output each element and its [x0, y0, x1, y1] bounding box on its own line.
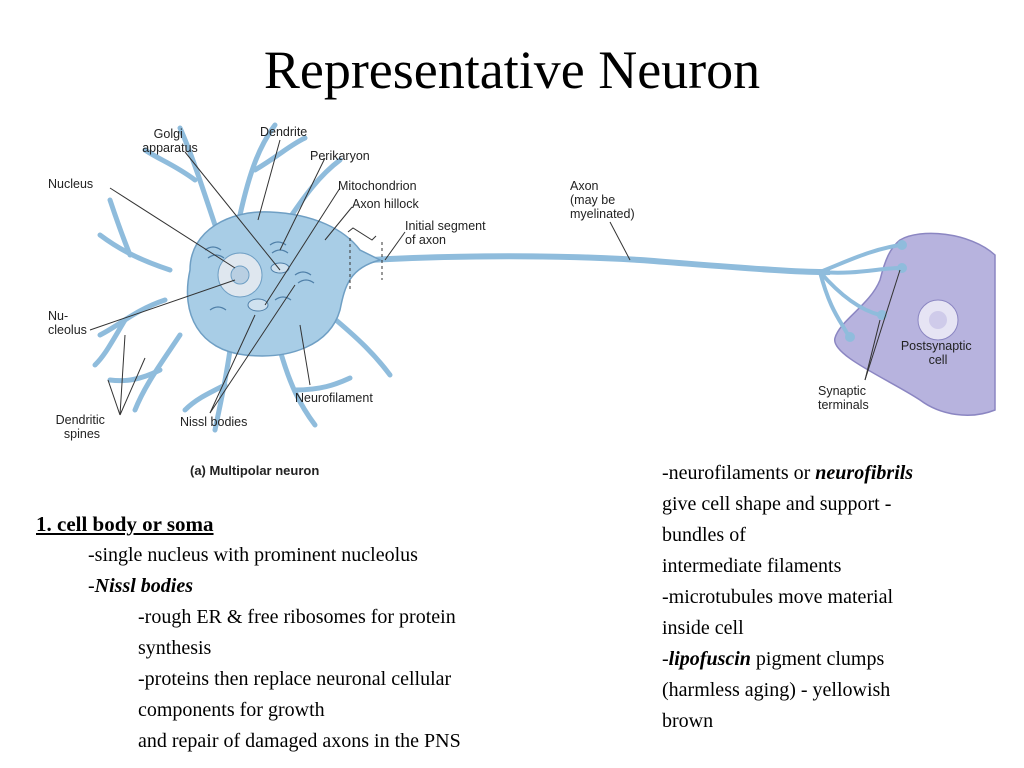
- label-axon: Axon (may be myelinated): [570, 179, 635, 221]
- lipofuscin-line-3: brown: [662, 710, 714, 732]
- synaptic-terminal-branches: [818, 243, 901, 336]
- label-mitochondrion: Mitochondrion: [338, 179, 417, 193]
- nucleus-note: -single nucleus with prominent nucleolus: [88, 544, 418, 566]
- label-synaptic-terminals: Synaptic terminals: [818, 384, 869, 412]
- postsynaptic-cell: [834, 232, 996, 416]
- lipofuscin-line-2: (harmless aging) - yellowish: [662, 679, 891, 701]
- label-neurofilament: Neurofilament: [295, 391, 373, 405]
- microtubules-line-2: inside cell: [662, 617, 744, 639]
- label-nissl-bodies: Nissl bodies: [180, 415, 247, 429]
- neurofilaments-line-2: give cell shape and support -: [662, 493, 892, 515]
- slide-title: Representative Neuron: [263, 40, 761, 100]
- neurofilaments-note: -neurofilaments or neurofibrils: [662, 462, 914, 484]
- nissl-detail-4: components for growth: [138, 699, 325, 721]
- nissl-term: Nissl bodies: [94, 575, 194, 597]
- axon-hillock-bracket: [347, 227, 377, 241]
- axon: [369, 253, 831, 276]
- cell-body-heading: 1. cell body or soma: [36, 512, 214, 536]
- dendrites: [92, 122, 393, 433]
- label-golgi-apparatus: Golgi apparatus: [142, 127, 198, 155]
- leader-lines: [89, 139, 901, 416]
- neuron-diagram: Golgi apparatus Dendrite Perikaryon Mito…: [48, 122, 996, 478]
- neurofilaments-line-3: bundles of: [662, 524, 746, 546]
- synaptic-terminals: [845, 240, 907, 342]
- neurofilaments-line-4: intermediate filaments: [662, 555, 842, 577]
- label-postsynaptic-cell: Postsynaptic cell: [901, 339, 975, 367]
- label-dendrite: Dendrite: [260, 125, 307, 139]
- cell-body-notes: 1. cell body or soma -single nucleus wit…: [36, 509, 596, 757]
- label-dendritic-spines: Dendritic spines: [56, 413, 109, 441]
- nucleolus: [230, 265, 250, 285]
- nissl-note: -Nissl bodies: [88, 575, 194, 597]
- cell-body: [186, 211, 383, 357]
- lipofuscin-note: -lipofuscin pigment clumps: [662, 648, 885, 670]
- label-nucleus: Nucleus: [48, 177, 93, 191]
- neurofibrils-term: neurofibrils: [815, 462, 914, 484]
- diagram-caption: (a) Multipolar neuron: [190, 463, 319, 478]
- nissl-detail-3: -proteins then replace neuronal cellular: [138, 668, 452, 690]
- nissl-detail-1: -rough ER & free ribosomes for protein: [138, 606, 456, 628]
- label-axon-hillock: Axon hillock: [352, 197, 419, 211]
- nissl-detail-5: and repair of damaged axons in the PNS: [138, 730, 461, 752]
- microtubules-note: -microtubules move material: [662, 586, 894, 608]
- lipofuscin-term: lipofuscin: [668, 648, 751, 670]
- label-nucleolus: Nu- cleolus: [48, 309, 87, 337]
- nissl-detail-2: synthesis: [138, 637, 212, 659]
- mitochondrion: [247, 298, 269, 312]
- cytoskeleton-notes: -neurofilaments or neurofibrils give cel…: [662, 458, 992, 737]
- label-perikaryon: Perikaryon: [310, 149, 370, 163]
- label-initial-segment: Initial segment of axon: [405, 219, 489, 247]
